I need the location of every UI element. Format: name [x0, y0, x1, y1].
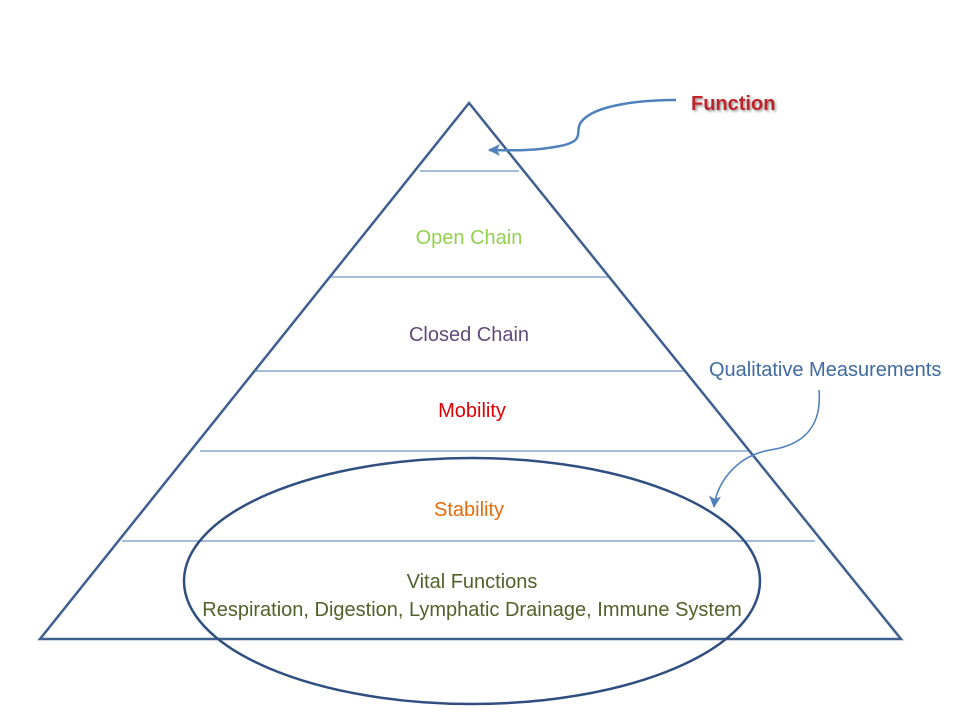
layer-label-mobility: Mobility [438, 400, 506, 422]
function-label: Function [691, 93, 775, 115]
layer-label-closed-chain: Closed Chain [409, 324, 529, 346]
qualitative-measurements-label: Qualitative Measurements [709, 359, 941, 381]
qualitative-arrow [709, 389, 821, 508]
layer-label-open-chain: Open Chain [416, 227, 523, 249]
layer-label-vital-functions-detail: Respiration, Digestion, Lymphatic Draina… [202, 599, 742, 621]
function-arrow [488, 98, 677, 157]
layer-label-stability: Stability [434, 499, 504, 521]
pyramid-outline [37, 101, 904, 641]
base-ellipse [182, 456, 762, 706]
layer-label-vital-functions: Vital Functions [407, 571, 538, 593]
